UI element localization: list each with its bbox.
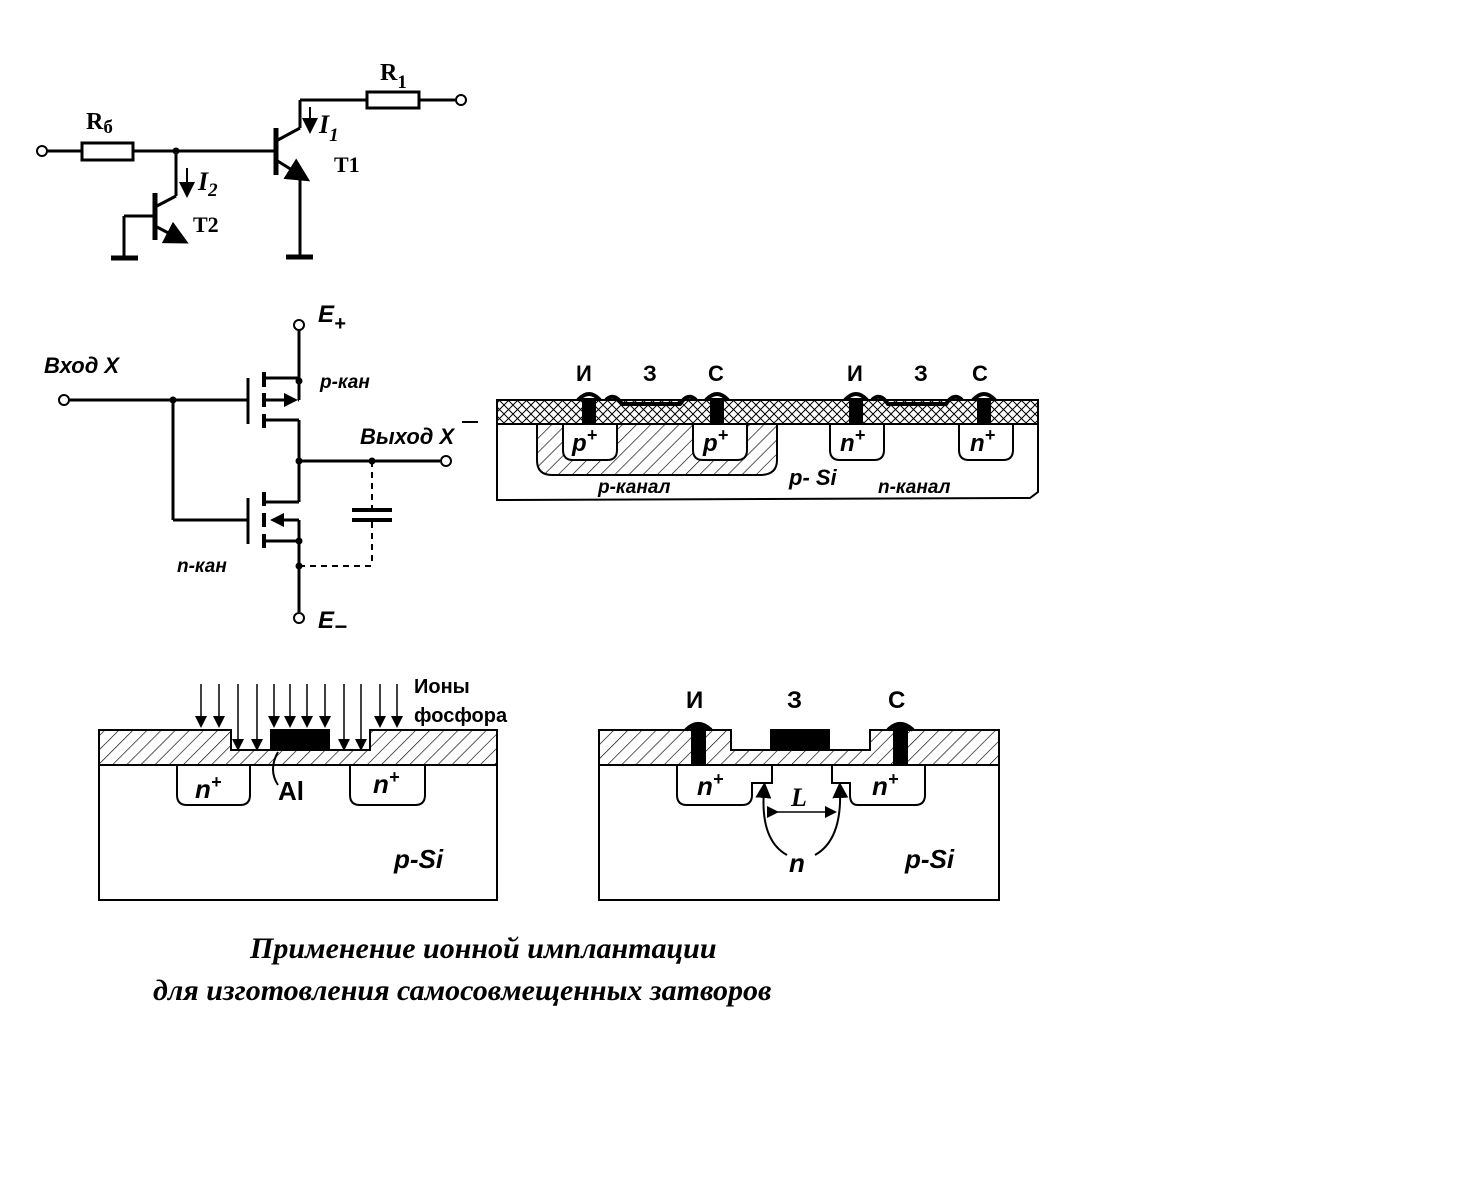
output-x-label: Выход X <box>360 424 456 449</box>
i2-label: I2 <box>197 167 218 201</box>
n-channel-label: n-кан <box>177 556 227 577</box>
p-channel-arrow <box>284 393 298 407</box>
gate-n <box>870 394 964 406</box>
p-si-right-label: p-Si <box>904 844 955 874</box>
label-z-left: З <box>643 361 657 386</box>
label-i: И <box>686 687 703 714</box>
label-z: З <box>787 687 802 714</box>
cmos-cross-section: И З С И З С p+ p+ n+ n+ p-канал p- Si n-… <box>496 361 1039 502</box>
input-terminal <box>36 145 48 157</box>
output-x-terminal <box>440 455 452 467</box>
label-n-plus-1: n+ <box>840 425 866 457</box>
label-p-plus-1: p+ <box>571 425 598 457</box>
ions-label-2: фосфора <box>414 705 508 727</box>
caption-line-1: Применение ионной имплантации <box>249 932 717 965</box>
n-plus-right-label-r: n+ <box>872 769 899 801</box>
contact-source-p <box>582 398 596 424</box>
label-i-left: И <box>576 361 592 386</box>
contact-s <box>893 726 908 765</box>
output-terminal <box>455 94 467 106</box>
e-minus-label: E− <box>318 607 347 639</box>
e-plus-label: E+ <box>318 301 346 335</box>
caption-line-2: для изготовления самосовмещенных затворо… <box>153 974 771 1007</box>
bjt-circuit: I2 T2 I1 T1 Rб R1 <box>36 60 467 261</box>
rb-label: Rб <box>86 109 113 138</box>
label-n-plus-2: n+ <box>970 425 996 457</box>
cmos-inverter: E+ p-кан Вход X E− <box>44 301 478 639</box>
oxide-layer <box>496 399 1039 425</box>
contact-drain-p <box>710 398 724 424</box>
label-p-si: p- Si <box>788 465 838 490</box>
al-label: Al <box>278 776 304 806</box>
label-s-right: С <box>972 361 988 386</box>
label-i-right: И <box>847 361 863 386</box>
resistor-rb <box>80 141 135 162</box>
n-label: n <box>789 848 805 878</box>
r1-label: R1 <box>380 60 407 93</box>
ion-arrows <box>195 684 403 751</box>
label-s: С <box>888 687 905 714</box>
label-s-left: С <box>708 361 724 386</box>
ions-label-1: Ионы <box>414 676 470 698</box>
gate-p <box>604 394 698 406</box>
length-label: L <box>790 783 807 812</box>
e-minus-terminal <box>293 612 305 624</box>
i1-label: I1 <box>318 110 339 146</box>
input-x-terminal <box>58 394 70 406</box>
e-plus-terminal <box>293 319 305 331</box>
n-channel-arrow <box>270 513 284 527</box>
label-z-right: З <box>914 361 928 386</box>
label-p-plus-2: p+ <box>702 425 729 457</box>
resistor-r1 <box>365 90 421 110</box>
n-plus-right-label: n+ <box>373 767 400 799</box>
gate-right <box>770 729 830 750</box>
t1-label: T1 <box>334 152 360 177</box>
implant-left: Ионы фосфора Al n+ n+ p-Si <box>98 676 508 901</box>
p-channel-label: p-кан <box>319 372 370 393</box>
p-si-left-label: p-Si <box>393 844 444 874</box>
input-x-label: Вход X <box>44 353 120 378</box>
t2-label: T2 <box>193 212 219 237</box>
n-plus-left-label: n+ <box>195 772 222 804</box>
contact-source-n <box>849 398 863 424</box>
implant-right: И З С n+ n+ L n p-Si <box>598 687 1000 901</box>
contact-i <box>691 726 706 765</box>
label-p-canal: p-канал <box>597 477 671 498</box>
contact-drain-n <box>977 398 991 424</box>
al-pointer <box>272 751 279 786</box>
n-plus-left-label-r: n+ <box>697 769 724 801</box>
al-gate-left <box>270 729 330 750</box>
label-n-canal: n-канал <box>878 477 951 498</box>
